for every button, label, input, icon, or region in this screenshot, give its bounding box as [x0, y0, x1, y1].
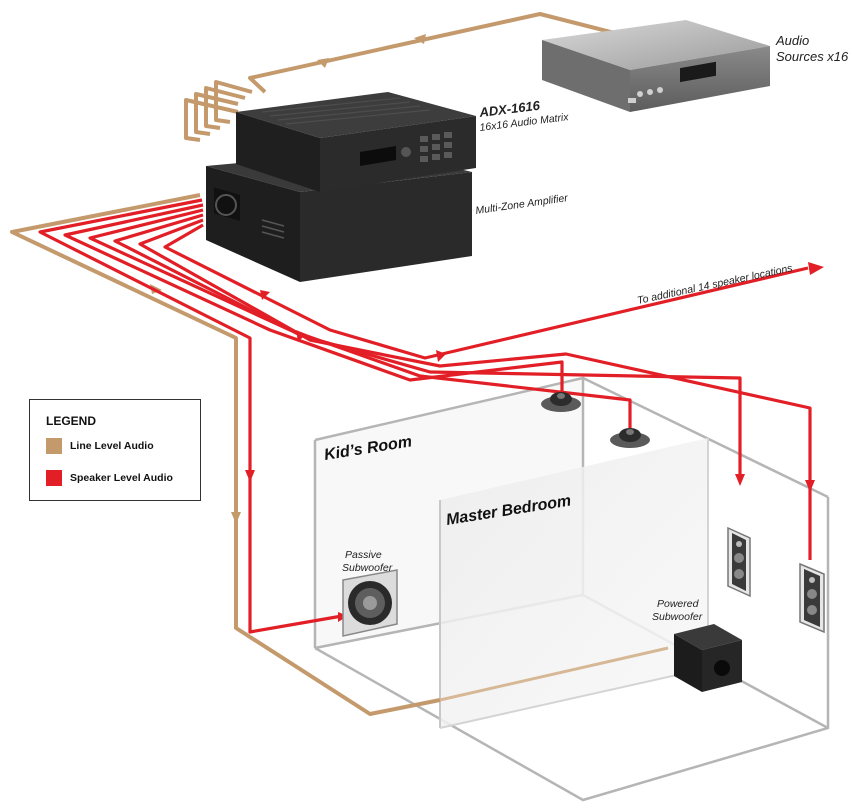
ceiling-speaker-2 [610, 428, 650, 448]
speaker-level-wiring [38, 198, 812, 634]
additional-speakers-label: To additional 14 speaker locations [636, 262, 794, 307]
wall-speaker-2 [799, 562, 825, 634]
legend-swatch-speaker-level [46, 470, 62, 486]
adx-1616-matrix [236, 92, 476, 192]
powered-subwoofer [674, 624, 742, 692]
legend-item-speaker-level: Speaker Level Audio [46, 470, 173, 486]
passive-subwoofer [342, 569, 398, 637]
line-level-arrows [150, 34, 426, 524]
sources-label-line2: Sources x16 [776, 49, 849, 64]
legend-box: LEGEND Line Level Audio Speaker Level Au… [29, 399, 201, 501]
amplifier-label: Multi-Zone Amplifier [475, 192, 569, 217]
legend-item-line-level: Line Level Audio [46, 438, 154, 454]
powered-sub-label-line2: Subwoofer [652, 611, 703, 623]
legend-title: LEGEND [46, 414, 97, 428]
passive-sub-label-line2: Subwoofer [342, 562, 393, 574]
legend-swatch-line-level [46, 438, 62, 454]
legend-label-line-level: Line Level Audio [70, 440, 154, 452]
legend-label-speaker-level: Speaker Level Audio [70, 472, 173, 484]
ceiling-speaker-1 [541, 392, 581, 412]
passive-sub-label-line1: Passive [345, 549, 382, 561]
sources-label-line1: Audio [775, 33, 809, 48]
audio-sources-device [542, 20, 770, 112]
line-level-wiring [10, 12, 669, 716]
speaker-level-arrows [245, 262, 824, 622]
wall-speaker-1 [727, 526, 751, 598]
powered-sub-label-line1: Powered [657, 598, 700, 610]
